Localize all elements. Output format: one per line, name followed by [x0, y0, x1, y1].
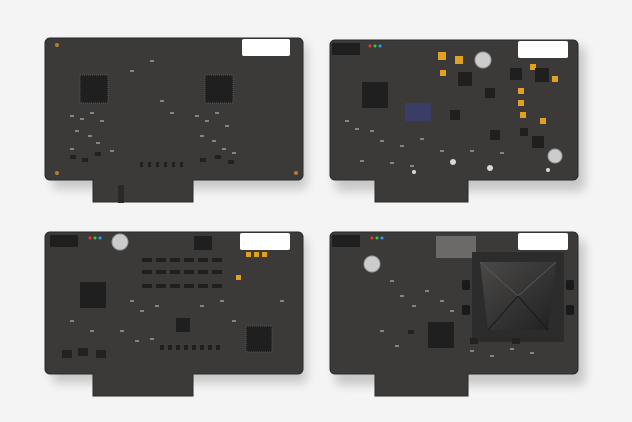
white-label: [518, 41, 568, 58]
soic-chip: [405, 103, 431, 121]
heatsink: [462, 252, 574, 342]
pcb-board-bottom-left: [44, 231, 307, 397]
capacitor: [363, 255, 381, 273]
white-label: [518, 233, 568, 250]
qfp-chip: [79, 74, 109, 104]
capacitor: [111, 233, 129, 251]
capacitor: [547, 148, 563, 164]
white-label: [240, 233, 290, 250]
qfn-chip: [362, 82, 388, 108]
connector: [332, 43, 360, 55]
pcb-board-bottom-right: [329, 231, 585, 397]
connector: [50, 235, 78, 247]
capacitor: [474, 51, 492, 69]
qfp-chip: [204, 74, 234, 104]
white-label: [242, 39, 290, 56]
connector: [332, 235, 360, 247]
qfn-chip: [80, 282, 106, 308]
qfn-chip: [428, 322, 454, 348]
qfp-chip: [245, 325, 273, 353]
pcb-board-top-right: [329, 39, 585, 203]
pcb-board-top-left: [44, 37, 307, 203]
